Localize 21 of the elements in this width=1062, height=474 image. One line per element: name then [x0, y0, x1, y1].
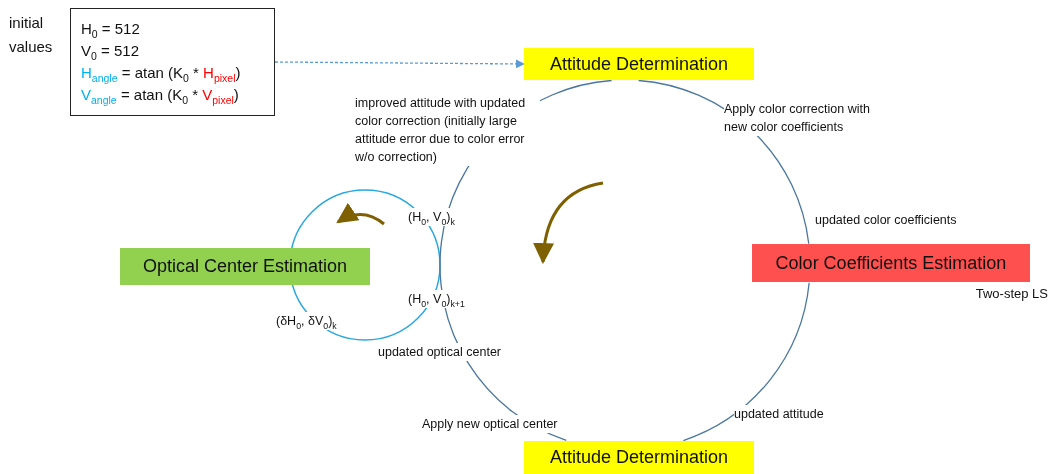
node-text: Optical Center Estimation	[142, 256, 348, 277]
process-box	[120, 248, 370, 285]
arrow	[274, 59, 525, 69]
cycle-arc	[682, 282, 810, 442]
flow-label: (δH$_{0}$, δV$_{0}$)$_{k}$	[276, 312, 337, 330]
node-text: V$_{0}$ = 512	[81, 41, 139, 62]
flow-label: updated optical center	[378, 343, 501, 361]
node-text: Attitude Determination	[549, 53, 729, 75]
node-text: H$_{angle}$ = atan (K$_{0}$ * H$_{pixel}$)	[81, 63, 241, 84]
node-text: Color Coefficients Estimation	[775, 252, 1007, 274]
flow-label: (H$_{0}$, V$_{0}$)$_{k+1}$	[408, 290, 465, 308]
flow-label: Apply new optical center	[422, 415, 558, 433]
node-caption: Two-step LS	[975, 286, 1048, 301]
node-text: V$_{angle}$ = atan (K$_{0}$ * V$_{pixel}$)	[81, 85, 239, 106]
process-box	[524, 48, 754, 80]
flow-label: (H$_{0}$, V$_{0}$)$_{k}$	[408, 208, 455, 226]
flow-label: updated attitude	[734, 405, 824, 423]
node-caption: initial values	[9, 13, 54, 57]
node-text: Attitude Determination	[549, 447, 729, 468]
process-box	[524, 441, 754, 474]
node-text: H$_{0}$ = 512	[81, 19, 140, 40]
